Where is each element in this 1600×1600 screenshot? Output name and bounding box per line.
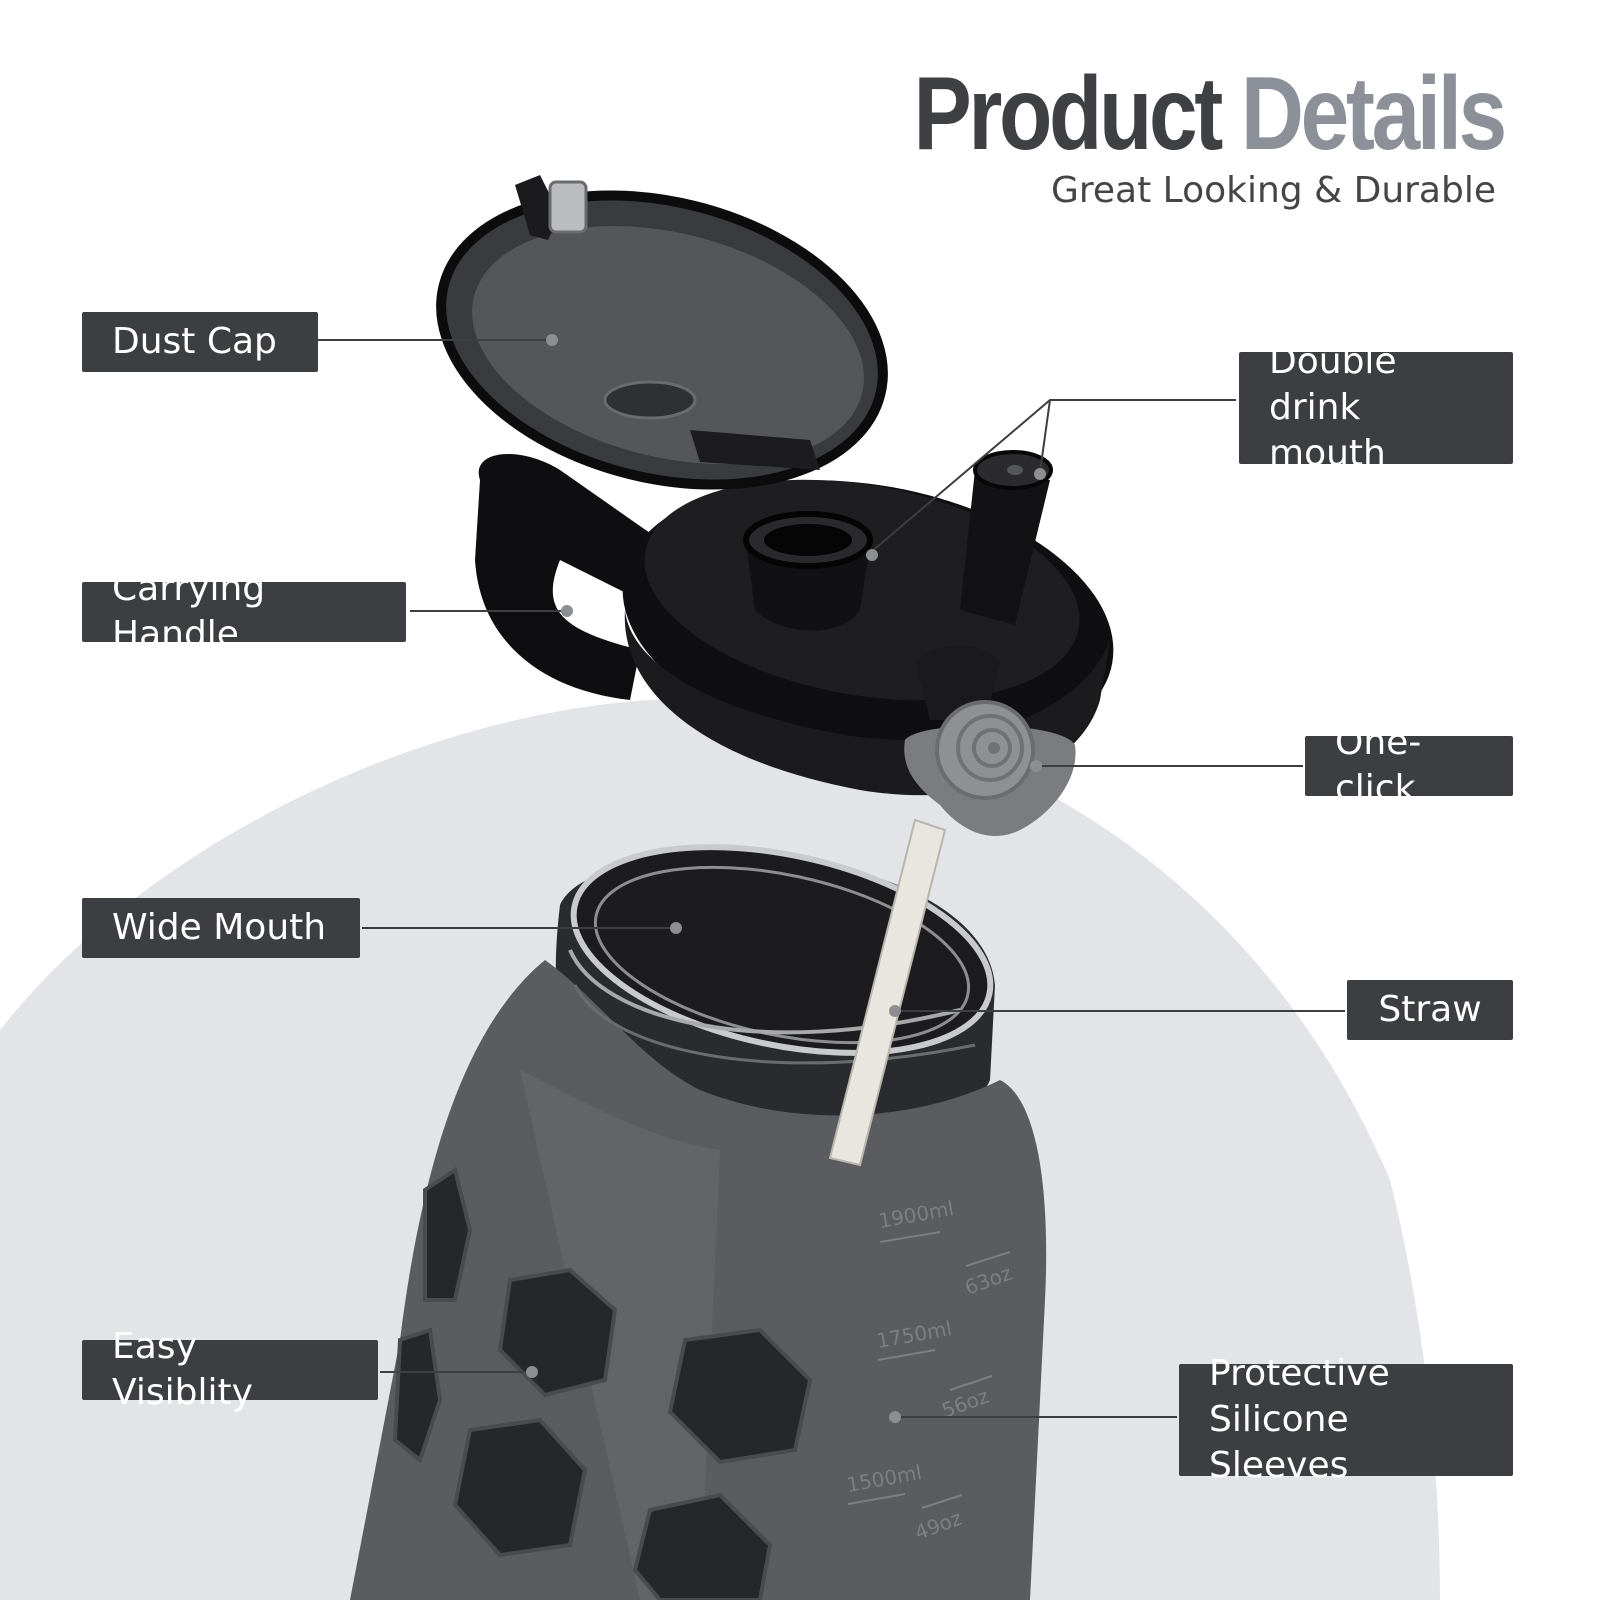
spout-straw-hole [1007, 465, 1023, 475]
dot-sleeves [889, 1411, 901, 1423]
leader-double-drink-branch [1039, 399, 1051, 473]
sleeve-windows [392, 1166, 813, 1600]
sleeve-window [632, 1492, 773, 1600]
dust-cap-plug [603, 380, 697, 420]
dot-easy-visibility [526, 1366, 538, 1378]
dot-double-drink [866, 549, 878, 561]
button-swirl [988, 742, 1000, 754]
button-swirl [956, 714, 1024, 782]
dust-cap-hinge [690, 430, 820, 470]
marking-tick [921, 1494, 963, 1509]
title-word-details: Details [1241, 56, 1507, 172]
lid-assembly [436, 175, 1114, 836]
leader-lines [313, 339, 1345, 1418]
page-subtitle: Great Looking & Durable [1050, 170, 1496, 211]
carrying-handle [475, 453, 660, 700]
dot-wide-mouth [670, 922, 682, 934]
page-title: Product Details [914, 62, 1508, 166]
callout-straw: Straw [1347, 980, 1513, 1040]
marking-tick [965, 1251, 1011, 1267]
sleeve-window [497, 1267, 618, 1398]
thread-highlight [573, 984, 976, 1065]
callout-dots [526, 334, 1046, 1423]
dust-cap-inner [472, 226, 864, 464]
title-word-product: Product [913, 56, 1224, 172]
callout-wide-mouth: Wide Mouth [82, 898, 360, 958]
dot-dust-cap [546, 334, 558, 346]
callout-easy-visibility: Easy Visiblity [82, 1326, 378, 1413]
button-swirl [972, 728, 1012, 768]
marking-tick [847, 1493, 906, 1505]
dot-straw [889, 1005, 901, 1017]
callout-double-drink-mouth: Double drink mouth [1239, 341, 1513, 474]
callout-dust-cap: Dust Cap [82, 312, 318, 372]
callout-one-click: One-click [1305, 722, 1513, 809]
straw [828, 818, 947, 1167]
dot-double-drink-2 [1034, 468, 1046, 480]
callout-protective-sleeves: Protective Silicone Sleeves [1179, 1353, 1513, 1486]
sleeve-window [667, 1327, 813, 1465]
spout-wide-hole [764, 524, 852, 556]
dot-one-click [1030, 760, 1042, 772]
dust-cap-latch-clip [548, 180, 588, 234]
sleeve-window [423, 1166, 473, 1302]
spout-straw [960, 470, 1050, 625]
sleeve-highlight [520, 1070, 720, 1600]
marking-tick [879, 1231, 941, 1243]
callout-carrying-handle: Carrying Handle [82, 568, 406, 655]
sleeve-window [392, 1327, 443, 1464]
marking-tick [949, 1375, 993, 1391]
marking-tick [877, 1349, 936, 1361]
sleeve-window [452, 1417, 588, 1558]
dot-carrying-handle [561, 605, 573, 617]
